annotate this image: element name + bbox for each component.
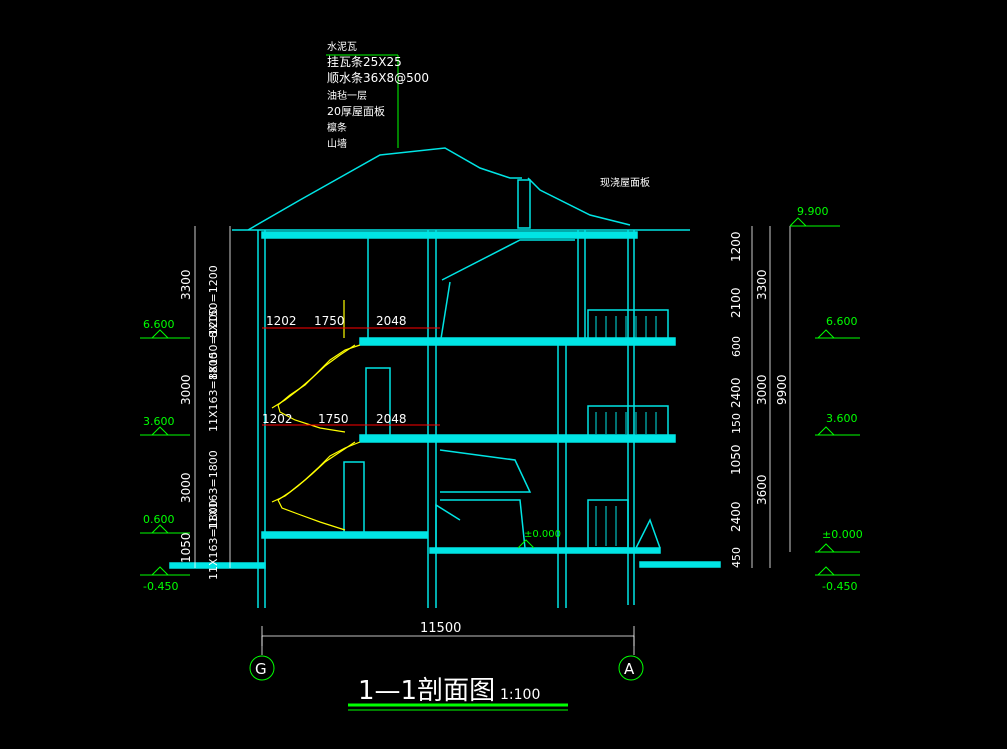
stair-note: 8X150=1200 xyxy=(207,307,220,380)
stair-dim: 1202 xyxy=(262,412,293,426)
roof-note: 20厚屋面板 xyxy=(327,104,385,118)
bottom-dim: 11500 xyxy=(420,621,461,636)
dim-text: 1200 xyxy=(729,231,743,262)
dim-text: 3300 xyxy=(179,269,193,300)
floor-slab-3 xyxy=(359,337,676,346)
level-label: 3.600 xyxy=(826,412,858,425)
stair-upper xyxy=(277,344,361,433)
side-roof xyxy=(527,177,631,226)
level-markers xyxy=(140,217,860,711)
dim-text: 450 xyxy=(730,547,743,568)
stair-notes: 8X150=1200 11X163=1800 11X163=1800 8X150… xyxy=(207,265,220,580)
opening-1 xyxy=(440,499,526,549)
stair-note: 11X163=1800 xyxy=(207,352,220,432)
left-dims: 3300 3000 3000 1050 xyxy=(179,269,193,563)
door-1 xyxy=(343,461,365,535)
dim-text: 3000 xyxy=(179,472,193,503)
entry-rail xyxy=(435,503,461,548)
dim-text: 3000 xyxy=(755,374,769,405)
level-label: 6.600 xyxy=(143,318,175,331)
dim-text: 2400 xyxy=(729,501,743,532)
stair-note: 11X163=1800 xyxy=(207,450,220,530)
balcony-2 xyxy=(587,405,669,439)
right-dims-inner: 1200 2100 600 2400 150 1050 2400 450 330… xyxy=(729,231,789,568)
building-structure xyxy=(169,147,721,608)
floor-slab-2 xyxy=(359,434,676,443)
dim-text: 3600 xyxy=(755,474,769,505)
level-label: -0.450 xyxy=(143,580,178,593)
dim-text: 3000 xyxy=(179,374,193,405)
drawing-scale: 1:100 xyxy=(500,687,540,703)
chimney xyxy=(517,179,531,229)
roof-note: 檩条 xyxy=(327,121,347,134)
level-label: 6.600 xyxy=(826,315,858,328)
dim-text: 9900 xyxy=(775,374,789,405)
dim-text: 3300 xyxy=(755,269,769,300)
opening-2 xyxy=(439,449,532,493)
dim-text: 1050 xyxy=(179,532,193,563)
stair-dim: 1750 xyxy=(318,412,349,426)
axis-label-a: A xyxy=(624,660,635,678)
staircase xyxy=(271,300,361,531)
axis-circle-g xyxy=(249,655,275,681)
axis-label-g: G xyxy=(255,660,267,678)
door-2 xyxy=(365,367,391,437)
level-label: 9.900 xyxy=(797,205,829,218)
roof-note: 油毡一层 xyxy=(327,89,367,102)
roof-note: 水泥瓦 xyxy=(327,40,357,53)
dim-text: 2100 xyxy=(729,287,743,318)
stair-note: 11X163=1800 xyxy=(207,500,220,580)
roof-slab-label: 现浇屋面板 xyxy=(600,176,650,189)
stair-lower xyxy=(277,441,361,531)
roof-notes: 水泥瓦 挂瓦条25X25 顺水条36X8@500 油毡一层 20厚屋面板 檩条 … xyxy=(326,40,429,150)
drawing-title: 1—1剖面图 xyxy=(358,676,495,706)
stair-dim: 2048 xyxy=(376,412,407,426)
stair-dim: 2048 xyxy=(376,314,407,328)
main-roof xyxy=(247,147,522,231)
dim-text: 1050 xyxy=(729,444,743,475)
dimension-lines xyxy=(194,226,791,655)
level-label: 0.600 xyxy=(143,513,175,526)
stair-dimension-lines xyxy=(262,327,440,426)
roof-slab xyxy=(261,231,638,239)
floor-mark: ±0.000 xyxy=(524,529,561,540)
level-label: 3.600 xyxy=(143,415,175,428)
axis-circle-a xyxy=(618,655,644,681)
dim-text: 2400 xyxy=(729,377,743,408)
roof-note: 挂瓦条25X25 xyxy=(327,55,402,69)
roof-note: 顺水条36X8@500 xyxy=(327,71,429,85)
roof-note: 山墙 xyxy=(327,137,347,150)
stair-dim: 1202 xyxy=(266,314,297,328)
opening-3 xyxy=(441,239,575,281)
level-label: -0.450 xyxy=(822,580,857,593)
balcony-3 xyxy=(587,309,669,343)
entry-steps xyxy=(635,518,661,549)
floor-slab-1b xyxy=(429,547,661,554)
dim-text: 150 xyxy=(730,413,743,434)
dim-text: 600 xyxy=(730,336,743,357)
balcony-1 xyxy=(587,499,629,549)
ground-right xyxy=(639,561,721,568)
stair-dim: 1750 xyxy=(314,314,345,328)
stair-note: 8X150=1200 xyxy=(207,265,220,338)
level-label: ±0.000 xyxy=(822,528,863,541)
